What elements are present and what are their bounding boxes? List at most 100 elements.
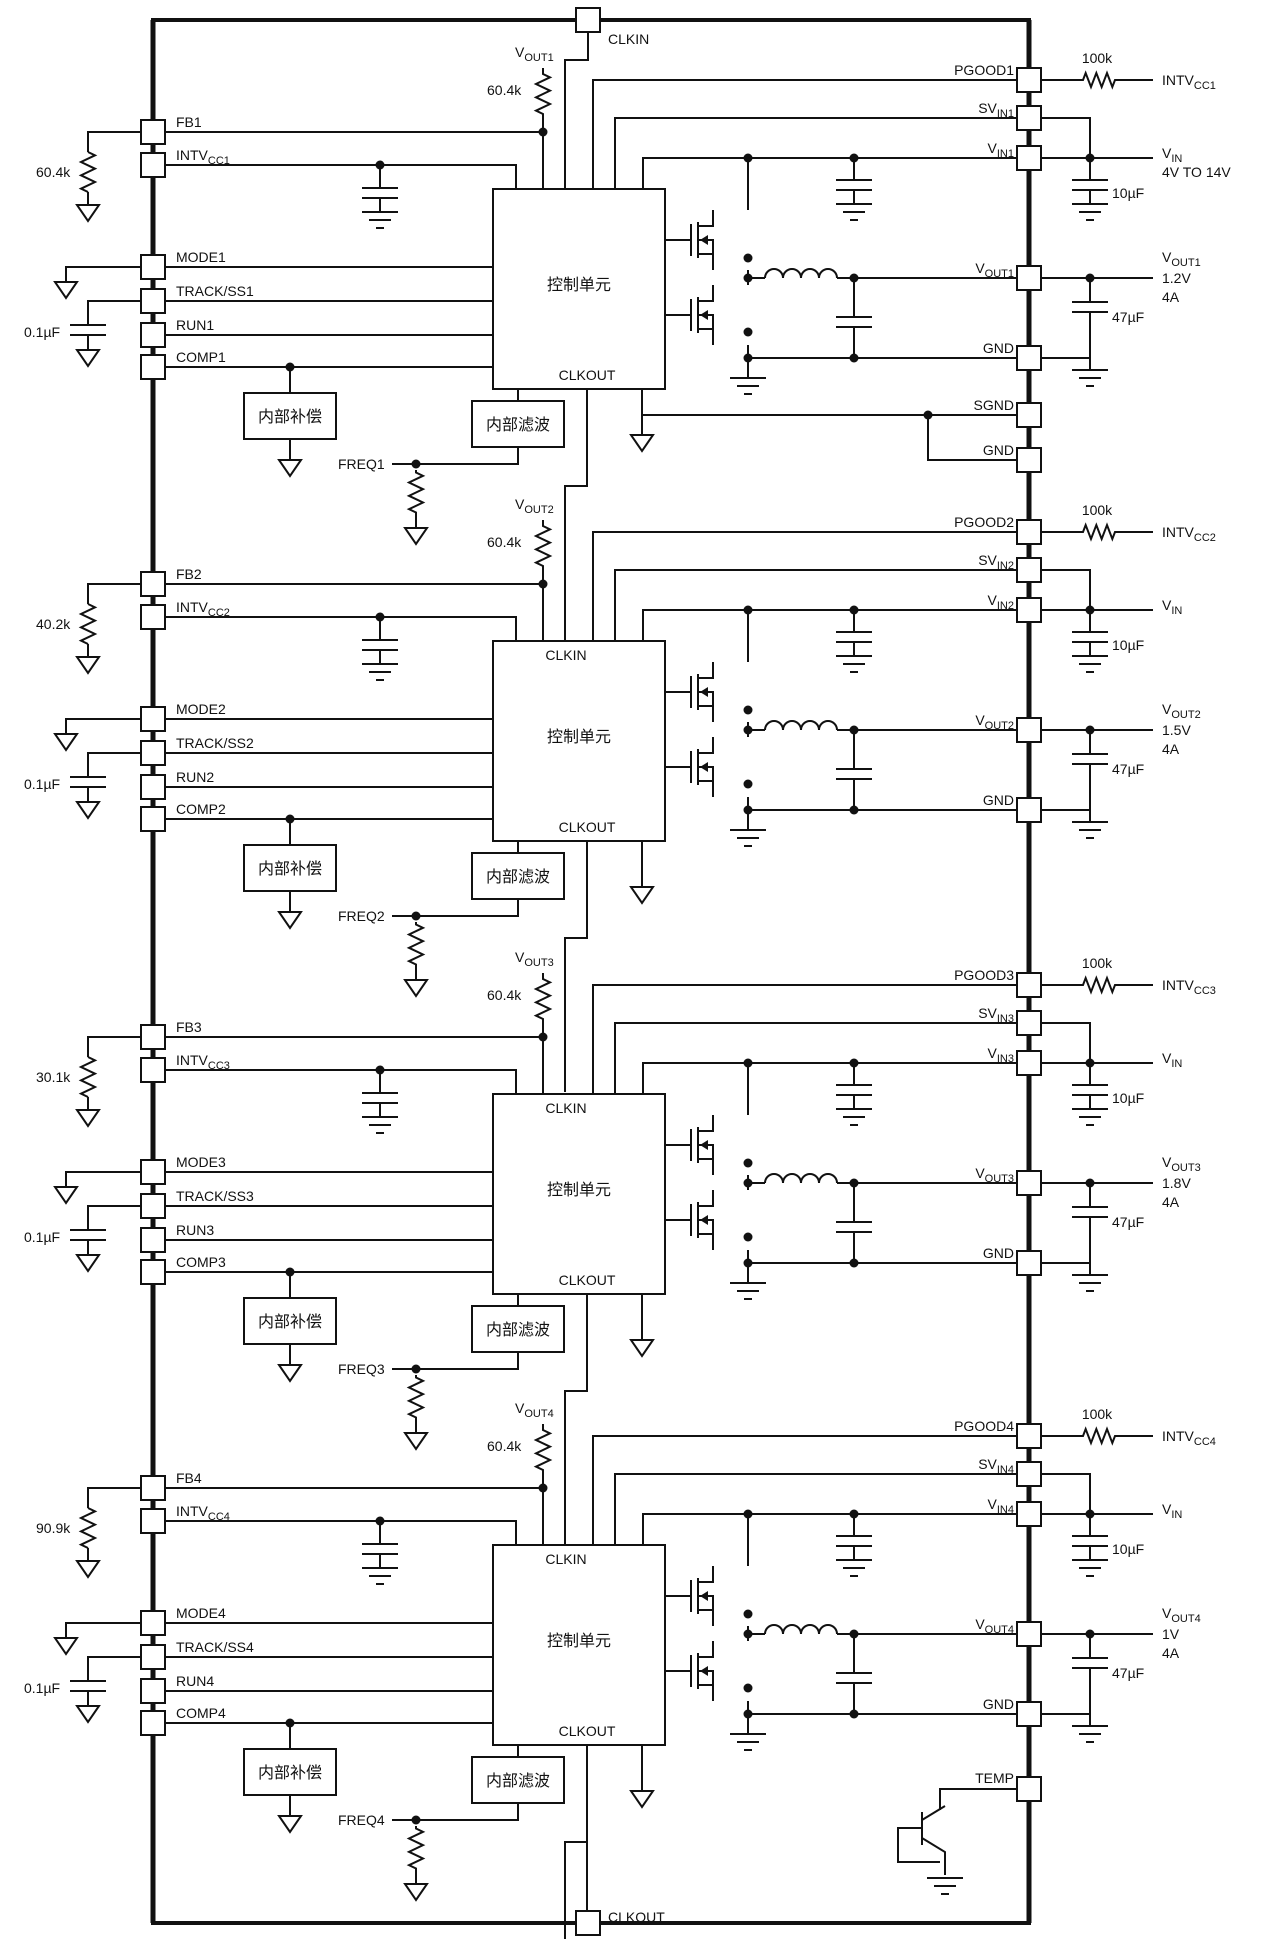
ss-cap-lead: [87, 300, 141, 325]
control-unit-label: 控制单元: [547, 276, 611, 294]
comp-pin: [140, 1259, 166, 1285]
pgood-label: PGOOD4: [954, 1418, 1014, 1434]
internal-filter-label: 内部滤波: [486, 1772, 550, 1790]
mosfet-symbol: [665, 662, 714, 722]
intv-external-label: INTVCC4: [1162, 1428, 1216, 1448]
internal-filter-label: 内部滤波: [486, 868, 550, 886]
ground-bars-icon: [1072, 1559, 1108, 1577]
pgood-label: PGOOD2: [954, 514, 1014, 530]
ground-triangle-icon: [629, 434, 655, 453]
gnd-label: GND: [983, 1245, 1014, 1261]
intv-external-label: INTVCC3: [1162, 977, 1216, 997]
run-pin-label: RUN2: [176, 769, 214, 785]
control-unit-label: 控制单元: [547, 1632, 611, 1650]
arrow-icon: [700, 1140, 708, 1150]
source-lead: [698, 1609, 714, 1626]
gnd-label: GND: [983, 340, 1014, 356]
pgood-label: PGOOD3: [954, 967, 1014, 983]
fb-resistor-value: 40.2k: [36, 616, 71, 632]
internal-compensation-box: [243, 1297, 337, 1345]
control-unit-label: 控制单元: [547, 728, 611, 746]
drain-lead: [698, 1566, 714, 1583]
vout-voltage-label: 1.5V: [1162, 722, 1191, 738]
ground-bars-icon: [730, 1282, 766, 1300]
fb-resistor-value: 30.1k: [36, 1069, 71, 1085]
internal-compensation-label: 内部补偿: [258, 1764, 322, 1782]
intv-capacitor: [362, 639, 398, 651]
top-resistor-value: 60.4k: [487, 1438, 522, 1454]
pgood-pin: [1016, 972, 1042, 998]
ground-triangle-icon: [629, 1790, 655, 1809]
source-lead: [698, 1158, 714, 1175]
freq-line: [416, 899, 519, 917]
top-feedback-resistor: [533, 68, 553, 120]
output-capacitor: [836, 768, 872, 780]
vin-pin: [1016, 1501, 1042, 1527]
ground-triangle-icon: [403, 1883, 429, 1902]
output-capacitor-value: 47µF: [1112, 1665, 1144, 1681]
vout-sense-label: VOUT4: [515, 1400, 554, 1420]
mode-gnd-line: [65, 1171, 141, 1187]
fb-resistor-value: 60.4k: [36, 164, 71, 180]
drain-lead: [698, 1641, 714, 1658]
fb-pin: [140, 571, 166, 597]
junction-dot: [411, 911, 421, 921]
fb-pin: [140, 1024, 166, 1050]
track-pin-label: TRACK/SS1: [176, 283, 254, 299]
vin-internal-line: [642, 157, 1017, 189]
comp-pin: [140, 1710, 166, 1736]
ground-bars-icon: [362, 211, 398, 229]
junction-dot: [743, 1158, 753, 1168]
top-feedback-resistor: [533, 520, 553, 572]
mosfet-symbol: [665, 737, 714, 797]
vout-voltage-label: 1V: [1162, 1626, 1180, 1642]
source-lead: [698, 328, 714, 345]
run-pin-label: RUN4: [176, 1673, 214, 1689]
rfb-lead: [87, 583, 141, 604]
freq-resistor: [406, 1375, 426, 1420]
gnd-label: GND: [983, 792, 1014, 808]
pgood-label: PGOOD1: [954, 62, 1014, 78]
junction-dot: [743, 1683, 753, 1693]
fb-resistor: [78, 151, 98, 193]
input-capacitor-2: [836, 179, 872, 191]
drain-lead: [698, 662, 714, 679]
drain-lead: [698, 285, 714, 302]
mosfet-symbol: [665, 1641, 714, 1701]
vout-pin: [1016, 1621, 1042, 1647]
mode-pin: [140, 254, 166, 280]
intv-line: [165, 1069, 517, 1094]
output-capacitor-ext: [1072, 1657, 1108, 1669]
internal-compensation-box: [243, 844, 337, 892]
vout-sense-label: VOUT1: [515, 44, 554, 64]
junction-dot: [743, 327, 753, 337]
mosfet-symbol: [665, 1190, 714, 1250]
source-lead: [698, 705, 714, 722]
mosfet-symbol: [665, 285, 714, 345]
svin-pin: [1016, 105, 1042, 131]
track-pin: [140, 1193, 166, 1219]
intv-line: [165, 1520, 517, 1545]
ground-triangle-icon: [403, 527, 429, 546]
ss-capacitor-value: 0.1µF: [24, 776, 60, 792]
ground-triangle-icon: [277, 1815, 303, 1834]
mosfet-symbol: [665, 1566, 714, 1626]
ground-triangle-icon: [75, 801, 101, 820]
intv-pin: [140, 152, 166, 178]
ground-triangle-icon: [277, 459, 303, 478]
intv-line: [165, 616, 517, 641]
ground-bars-icon: [1072, 369, 1108, 387]
gnd-pin: [1016, 1250, 1042, 1276]
bjt-collector: [921, 1805, 946, 1821]
vin-internal-line: [642, 1513, 1017, 1545]
pgood-pin: [1016, 67, 1042, 93]
vin-internal-line: [642, 609, 1017, 641]
vout-pin: [1016, 1170, 1042, 1196]
input-capacitor-value: 10µF: [1112, 1541, 1144, 1557]
mode-gnd-line: [65, 266, 141, 282]
mosfet-symbol: [665, 210, 714, 270]
pgood-pullup-value: 100k: [1082, 502, 1113, 518]
run-pin: [140, 1227, 166, 1253]
intv-capacitor: [362, 187, 398, 199]
